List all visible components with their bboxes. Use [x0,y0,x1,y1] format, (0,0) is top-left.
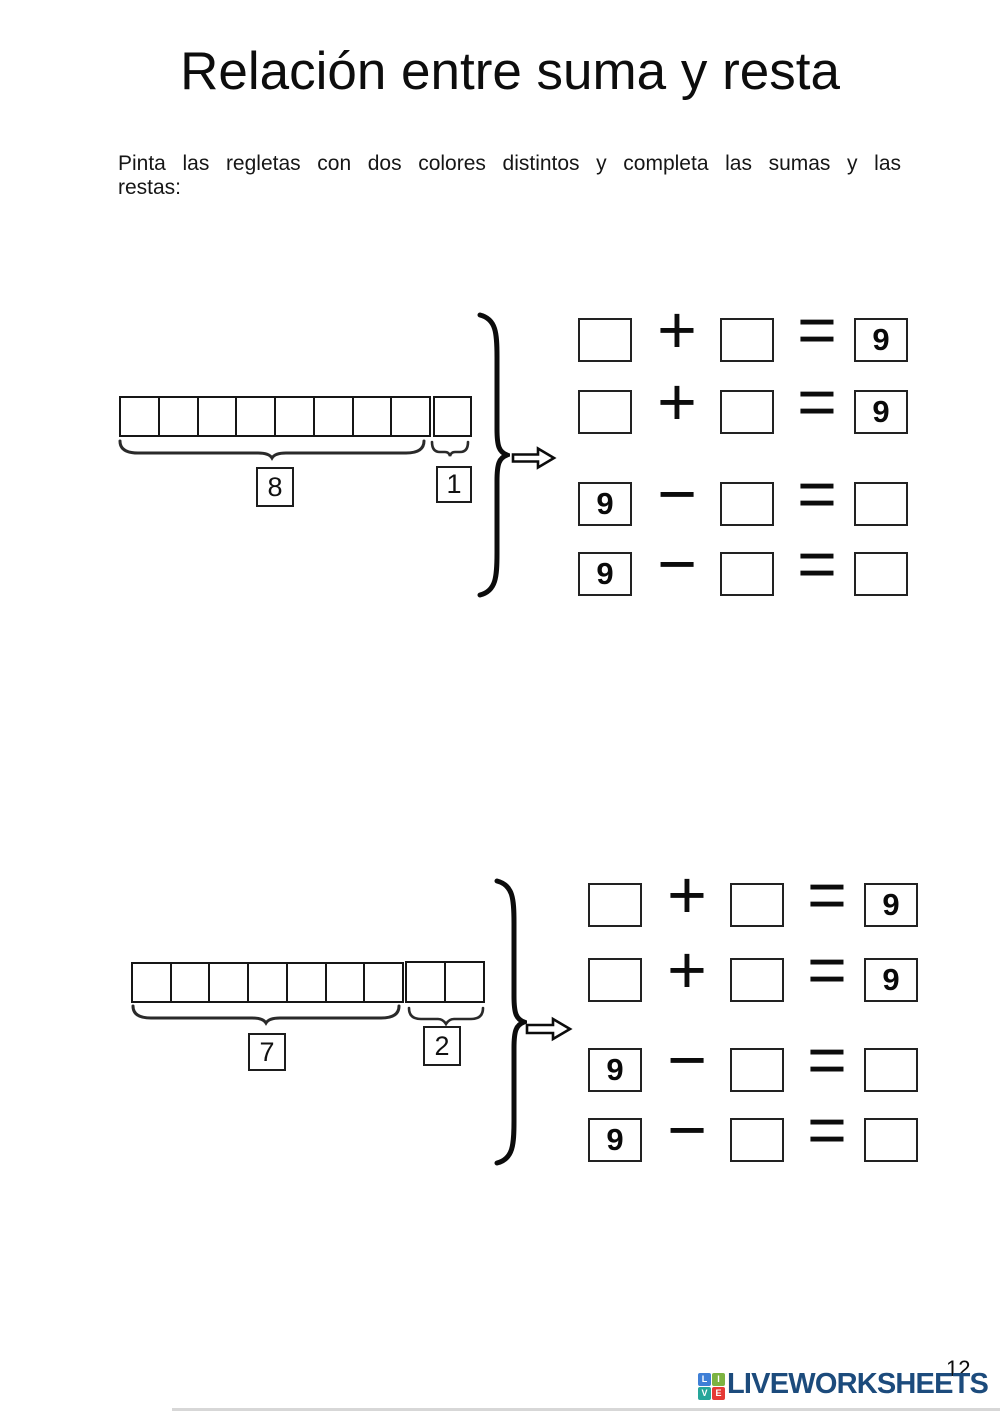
underbrace-7 [131,1004,401,1026]
page-number: 12 [946,1356,971,1381]
answer-box[interactable] [730,1118,784,1162]
rod-cell[interactable] [354,398,393,435]
instructions-line-2: restas: [118,176,182,199]
rod-cell[interactable] [276,398,315,435]
curly-brace-icon [494,878,527,1166]
underbrace-2 [407,1006,485,1026]
plus-sign: + [667,932,707,1008]
answer-box[interactable] [578,318,632,362]
minus-sign: − [657,526,697,602]
given-value-box: 9 [854,390,908,434]
answer-box[interactable] [730,883,784,927]
page-title: Relación entre suma y resta [180,42,840,101]
answer-box[interactable] [854,482,908,526]
minus-sign: − [657,456,697,532]
given-value-box: 9 [864,883,918,927]
rod-strip-7[interactable] [131,962,404,1003]
minus-sign: − [667,1092,707,1168]
given-value-box: 9 [588,1118,642,1162]
answer-box[interactable] [730,1048,784,1092]
equals-sign: = [807,932,847,1008]
rod-value-label-7: 7 [248,1033,286,1071]
equation-row: + = 9 [578,368,910,436]
answer-box[interactable] [588,883,642,927]
equation-row: 9 − = [578,460,910,528]
rod-cell[interactable] [249,964,288,1001]
given-value-box: 9 [588,1048,642,1092]
minus-sign: − [667,1022,707,1098]
rod-cell[interactable] [199,398,238,435]
equals-sign: = [797,526,837,602]
given-value-box: 9 [864,958,918,1002]
page-bottom-edge-line [172,1408,1000,1411]
rod-cell[interactable] [327,964,366,1001]
answer-box[interactable] [864,1048,918,1092]
equals-sign: = [807,1022,847,1098]
rod-cell[interactable] [172,964,211,1001]
answer-box[interactable] [730,958,784,1002]
answer-box[interactable] [720,482,774,526]
equation-row: + = 9 [588,861,920,929]
answer-box[interactable] [578,390,632,434]
liveworksheets-logo: L I V E LIVEWORKSHEETS [698,1368,989,1400]
equals-sign: = [797,456,837,532]
rod-cell[interactable] [288,964,327,1001]
rod-value-label-1: 1 [436,466,472,503]
rod-strip-1[interactable] [433,396,472,437]
rod-strip-8[interactable] [119,396,431,437]
double-arrow-icon [511,446,557,470]
rod-cell[interactable] [446,963,483,1001]
rod-value-label-8: 8 [256,467,294,507]
logo-square-v: V [698,1387,711,1400]
plus-sign: + [657,292,697,368]
curly-brace-icon [477,312,510,598]
plus-sign: + [667,857,707,933]
answer-box[interactable] [720,552,774,596]
underbrace-8 [118,439,426,461]
equals-sign: = [807,1092,847,1168]
equals-sign: = [797,364,837,440]
equals-sign: = [797,292,837,368]
instructions: Pinta las regletas con dos colores disti… [118,152,901,200]
equation-row: 9 − = [578,530,910,598]
liveworksheets-logo-icon: L I V E [698,1373,725,1400]
rod-cell[interactable] [133,964,172,1001]
brand-name: LIVEWORKSHEETS [727,1368,989,1400]
rod-cell[interactable] [435,398,470,435]
equation-row: 9 − = [588,1026,920,1094]
equation-row: + = 9 [588,936,920,1004]
answer-box[interactable] [720,390,774,434]
rod-cell[interactable] [392,398,429,435]
equation-row: + = 9 [578,296,910,364]
equation-row: 9 − = [588,1096,920,1164]
equals-sign: = [807,857,847,933]
rod-cell[interactable] [315,398,354,435]
rod-cell[interactable] [407,963,446,1001]
answer-box[interactable] [588,958,642,1002]
double-arrow-icon [525,1016,573,1042]
answer-box[interactable] [720,318,774,362]
instructions-line-1: Pinta las regletas con dos colores disti… [118,152,901,175]
rod-strip-2[interactable] [405,961,485,1003]
rod-cell[interactable] [210,964,250,1001]
rod-value-label-2: 2 [423,1026,461,1066]
underbrace-1 [430,440,470,457]
given-value-box: 9 [578,482,632,526]
given-value-box: 9 [578,552,632,596]
plus-sign: + [657,364,697,440]
given-value-box: 9 [854,318,908,362]
logo-square-l: L [698,1373,711,1386]
answer-box[interactable] [854,552,908,596]
answer-box[interactable] [864,1118,918,1162]
logo-square-i: I [712,1373,725,1386]
logo-square-e: E [712,1387,725,1400]
rod-cell[interactable] [365,964,402,1001]
rod-cell[interactable] [237,398,276,435]
rod-cell[interactable] [160,398,199,435]
rod-cell[interactable] [121,398,160,435]
